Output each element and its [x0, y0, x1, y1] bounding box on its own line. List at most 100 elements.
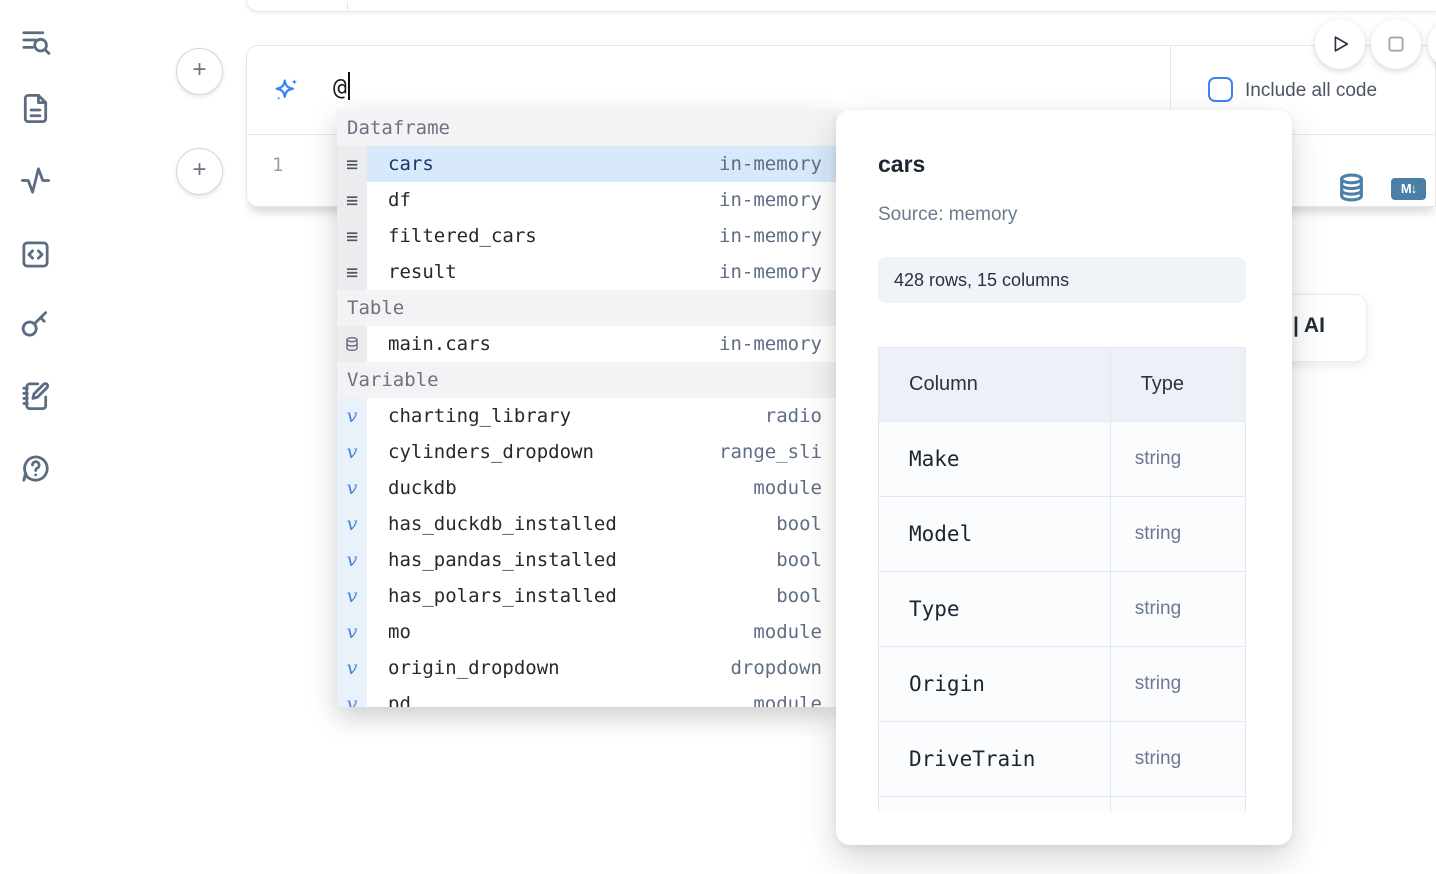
table-icon: [337, 326, 367, 362]
item-type: bool: [776, 549, 822, 571]
variable-icon: v: [337, 434, 367, 470]
column-header: Column: [878, 347, 1111, 422]
include-all-code-checkbox[interactable]: [1208, 77, 1233, 102]
column-type: string: [1109, 421, 1246, 497]
ai-sparkle-icon: [271, 75, 301, 105]
item-type: in-memory: [719, 261, 822, 283]
variable-icon: v: [337, 650, 367, 686]
help-circle-icon[interactable]: [18, 451, 53, 486]
column-name: DriveTrain: [878, 721, 1111, 797]
item-type: in-memory: [719, 333, 822, 355]
item-type: radio: [764, 405, 822, 427]
text-cursor: [347, 72, 350, 100]
item-name: filtered_cars: [388, 225, 537, 247]
item-name: has_polars_installed: [388, 585, 617, 607]
dataframe-icon: ≡: [337, 182, 367, 218]
code-editor[interactable]: 1 M↓: [247, 135, 1435, 206]
item-type: dropdown: [730, 657, 822, 679]
code-square-icon[interactable]: [18, 237, 53, 272]
variable-icon: v: [337, 614, 367, 650]
dataframe-icon: ≡: [337, 254, 367, 290]
prompt-divider: [1170, 46, 1171, 134]
previous-cell-edge: [246, 0, 1436, 12]
autocomplete-item[interactable]: ≡ df in-memory: [337, 182, 836, 218]
item-name: duckdb: [388, 477, 457, 499]
item-type: module: [753, 621, 822, 643]
variable-icon: v: [337, 578, 367, 614]
item-type: in-memory: [719, 153, 822, 175]
include-all-code-label: Include all code: [1245, 80, 1378, 101]
notebook-pen-icon[interactable]: [18, 378, 53, 413]
item-name: mo: [388, 621, 411, 643]
column-name: Type: [878, 571, 1111, 647]
variable-icon: v: [337, 470, 367, 506]
autocomplete-item[interactable]: main.cars in-memory: [337, 326, 836, 362]
variable-icon: v: [337, 686, 367, 707]
add-cell-below-button[interactable]: +: [176, 148, 223, 195]
autocomplete-item[interactable]: v has_pandas_installed bool: [337, 542, 836, 578]
key-icon[interactable]: [18, 306, 53, 341]
line-number: 1: [272, 154, 284, 176]
schema-row-clipped: [878, 796, 1246, 812]
dataframe-preview-panel: cars Source: memory 428 rows, 15 columns…: [836, 110, 1292, 845]
ai-prompt-input[interactable]: @: [333, 72, 350, 101]
add-cell-above-button[interactable]: +: [176, 48, 223, 95]
column-name: Model: [878, 496, 1111, 572]
ai-partial-label: | AI: [1293, 314, 1325, 337]
autocomplete-item[interactable]: v cylinders_dropdown range_sli: [337, 434, 836, 470]
item-type: bool: [776, 513, 822, 535]
item-type: module: [753, 477, 822, 499]
column-name: Make: [878, 421, 1111, 497]
item-name: cylinders_dropdown: [388, 441, 594, 463]
item-name: has_pandas_installed: [388, 549, 617, 571]
column-type: string: [1109, 496, 1246, 572]
variable-icon: v: [337, 542, 367, 578]
shape-badge: 428 rows, 15 columns: [878, 257, 1246, 303]
variable-icon: v: [337, 506, 367, 542]
activity-icon[interactable]: [18, 163, 53, 198]
autocomplete-section-header: Variable: [337, 362, 836, 398]
item-type: in-memory: [719, 189, 822, 211]
autocomplete-item[interactable]: v origin_dropdown dropdown: [337, 650, 836, 686]
more-actions-button[interactable]: [1428, 19, 1436, 69]
item-type: in-memory: [719, 225, 822, 247]
autocomplete-section-header: Dataframe: [337, 110, 836, 146]
markdown-icon[interactable]: M↓: [1391, 178, 1426, 200]
database-icon[interactable]: [1336, 171, 1367, 204]
preview-title: cars: [878, 151, 926, 177]
item-type: module: [753, 693, 822, 707]
stop-button[interactable]: [1371, 19, 1421, 69]
list-search-icon[interactable]: [18, 24, 53, 59]
column-type: string: [1109, 571, 1246, 647]
item-name: charting_library: [388, 405, 572, 427]
item-name: origin_dropdown: [388, 657, 560, 679]
item-type: range_sli: [719, 441, 822, 463]
item-name: cars: [388, 153, 434, 175]
item-name: df: [388, 189, 411, 211]
file-text-icon[interactable]: [18, 91, 53, 126]
column-type: string: [1109, 721, 1246, 797]
autocomplete-section-header: Table: [337, 290, 836, 326]
run-cell-button[interactable]: [1315, 19, 1365, 69]
column-name: Origin: [878, 646, 1111, 722]
item-name: main.cars: [388, 333, 491, 355]
